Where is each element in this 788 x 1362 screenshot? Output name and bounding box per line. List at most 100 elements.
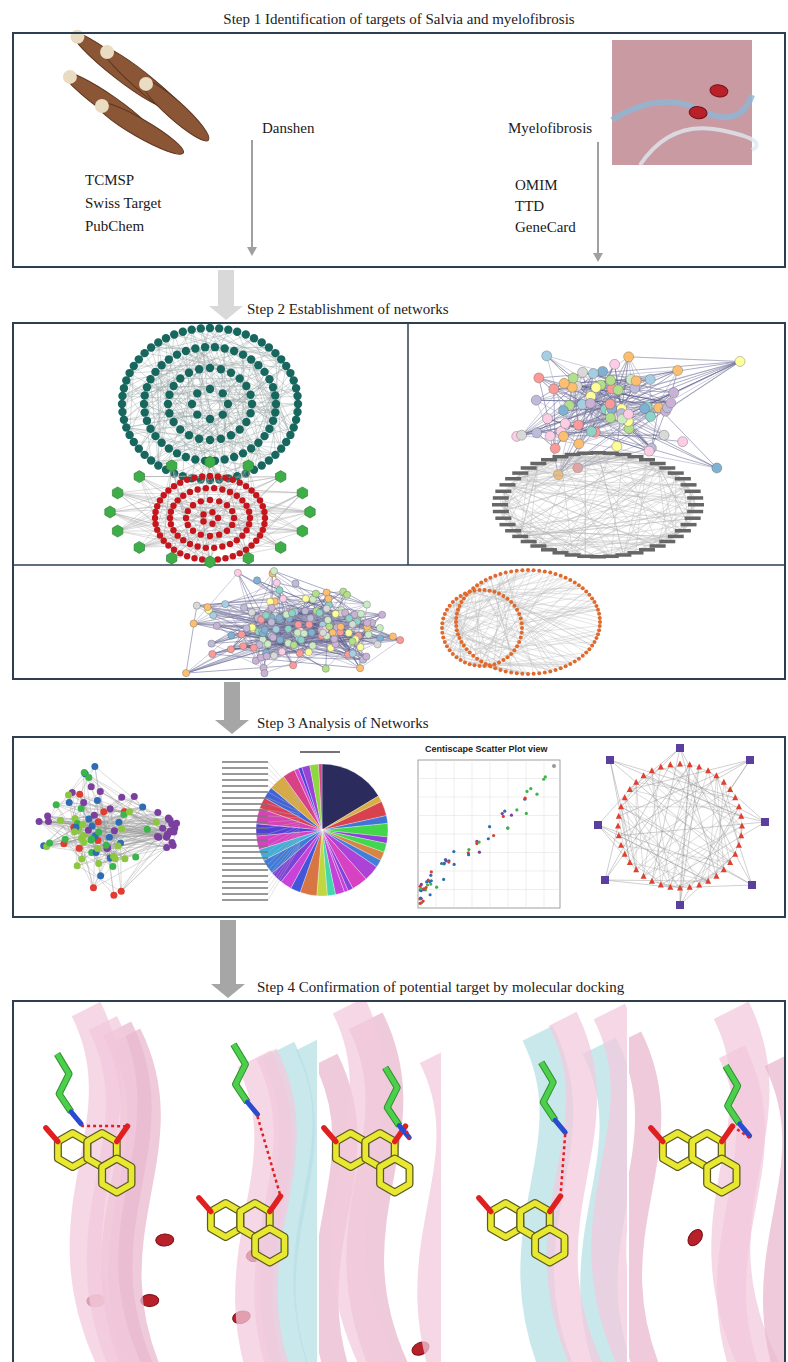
network-node: [224, 325, 232, 333]
network-node: [574, 439, 584, 449]
network-edge: [118, 480, 233, 493]
network-node: [165, 409, 173, 417]
network-edge: [560, 464, 657, 553]
compound-node: [305, 506, 315, 518]
network-edge: [578, 414, 628, 425]
network-node: [300, 630, 307, 637]
network-node: [173, 350, 181, 358]
network-node: [176, 374, 184, 382]
network-node: [190, 620, 197, 627]
network-node: [215, 324, 223, 332]
gene-label-mark: [668, 535, 684, 539]
network-node: [612, 441, 622, 451]
network-node: [165, 355, 173, 363]
network-edge: [623, 464, 657, 555]
network-edge: [501, 512, 598, 557]
network-edge: [598, 453, 623, 555]
network-node: [147, 456, 155, 464]
network-node: [343, 591, 350, 598]
network-node: [258, 461, 266, 469]
network-node: [246, 509, 252, 515]
network-edge: [560, 531, 682, 553]
network-edge: [110, 506, 157, 512]
network-node: [262, 515, 268, 521]
network-edge: [529, 468, 696, 505]
network-edge: [326, 641, 353, 668]
network-node: [242, 418, 250, 426]
network-node: [180, 537, 186, 543]
network-node: [587, 426, 597, 436]
network-edge: [186, 351, 273, 421]
network-node: [364, 619, 371, 626]
network-node: [270, 567, 277, 574]
network-edge: [218, 531, 303, 559]
network-node: [219, 543, 225, 549]
blood-cell: [689, 106, 708, 120]
network-edge: [155, 372, 197, 415]
network-node: [193, 410, 201, 418]
network-node: [170, 527, 176, 533]
network-edge: [501, 512, 598, 557]
network-edge: [234, 351, 276, 404]
network-node: [185, 431, 193, 439]
gene-label-mark: [512, 471, 528, 475]
network-edge: [217, 626, 363, 660]
gene-label-mark: [521, 540, 537, 544]
network-edge: [177, 355, 269, 461]
network-edge: [517, 361, 740, 436]
network-node: [216, 531, 222, 537]
network-node: [180, 493, 186, 499]
network-node: [143, 417, 151, 425]
network-edge: [195, 477, 281, 559]
network-edge: [522, 381, 637, 435]
network-node: [224, 400, 232, 408]
root-cut: [100, 45, 114, 59]
root-cut: [139, 77, 153, 91]
network-edge: [336, 614, 364, 660]
network-node: [659, 430, 669, 440]
network-node: [176, 425, 184, 433]
network-node: [261, 670, 268, 677]
network-edge: [118, 493, 265, 512]
network-edge: [187, 466, 248, 556]
compound-node: [276, 541, 286, 553]
network-node: [195, 365, 203, 373]
network-edge: [162, 388, 296, 443]
network-edge: [237, 332, 286, 442]
network-edge: [155, 372, 214, 461]
network-edge: [158, 379, 239, 466]
network-node: [261, 521, 267, 527]
network-node: [585, 398, 595, 408]
gene-label-mark: [495, 490, 511, 494]
network-node: [250, 334, 258, 342]
network-node: [146, 425, 154, 433]
network-node: [265, 456, 273, 464]
network-node: [217, 365, 225, 373]
network-node: [268, 619, 275, 626]
network-node: [193, 389, 201, 397]
network-node: [206, 324, 214, 332]
network-node: [246, 390, 254, 398]
network-node: [253, 492, 259, 498]
network-node: [151, 432, 159, 440]
network-node: [220, 344, 228, 352]
network-node: [644, 446, 654, 456]
network-node: [122, 423, 130, 431]
network-node: [247, 444, 255, 452]
network-node: [188, 325, 196, 333]
network-node: [289, 423, 297, 431]
network-edge: [617, 408, 667, 447]
network-node: [247, 515, 253, 521]
network-edge: [192, 330, 243, 454]
network-node: [167, 515, 173, 521]
network-node: [199, 473, 205, 479]
network-edge: [213, 615, 300, 653]
network-node: [209, 521, 215, 527]
network-edge: [186, 619, 280, 673]
network-node: [257, 497, 263, 503]
network-edge: [190, 492, 248, 558]
blood-cell: [155, 1234, 174, 1247]
network-node: [237, 550, 243, 556]
network-edge: [201, 328, 286, 366]
network-node: [130, 438, 138, 446]
